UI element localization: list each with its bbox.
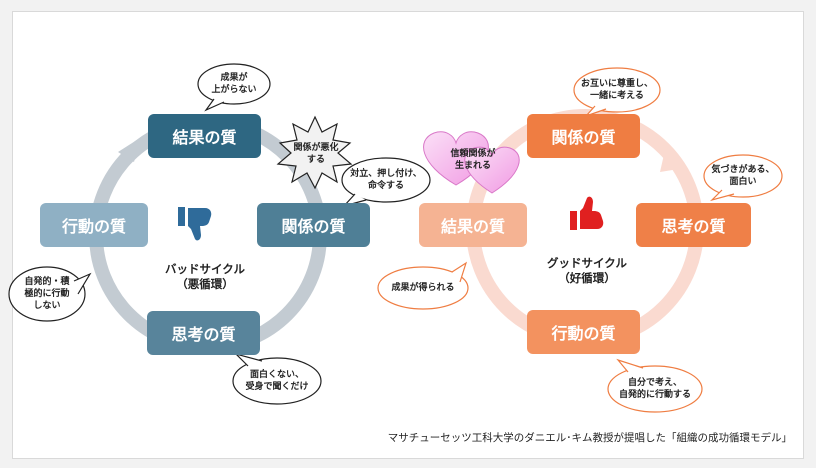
good-node-action: 行動の質	[527, 310, 640, 354]
bubble-good-results	[377, 261, 469, 310]
bubble-good-action-text: 自分で考え、 自発的に行動する	[618, 378, 691, 400]
bubble-bad-results	[197, 63, 271, 112]
good-cycle-title: グッドサイクル	[547, 256, 627, 270]
good-cycle-ring-arrowhead	[660, 150, 685, 172]
thumbs-up-icon	[570, 196, 604, 230]
bubble-good-relationship-text: お互いに尊重し、 一緒に考える	[580, 79, 653, 101]
bad-node-relationship: 関係の質	[257, 203, 370, 247]
bad-cycle-title: バッドサイクル	[165, 262, 245, 276]
good-cycle-subtitle: （好循環）	[558, 271, 616, 285]
bubble-bad-relationship-burst-text: 関係が悪化 する	[293, 143, 339, 165]
bubble-good-action	[607, 358, 703, 413]
bubble-bad-thinking	[232, 352, 322, 405]
thumbs-down-icon	[178, 207, 212, 241]
bubble-good-thinking	[703, 154, 783, 202]
bubble-bad-thinking-text: 面白くない、 受身で聞くだけ	[245, 370, 309, 392]
bad-node-action: 行動の質	[40, 203, 148, 247]
good-node-thinking: 思考の質	[636, 203, 751, 247]
bad-cycle-subtitle: （悪循環）	[176, 277, 234, 291]
bubble-bad-results-text: 成果が 上がらない	[211, 73, 257, 95]
bubble-bad-action	[8, 266, 92, 322]
source-caption: マサチューセッツ工科大学のダニエル･キム教授が提唱した「組織の成功循環モデル」	[387, 432, 792, 444]
bubble-bad-action-text: 自発的・積 極的に行動 しない	[24, 277, 70, 311]
good-node-results: 結果の質	[419, 203, 527, 247]
bubble-bad-relationship-text: 対立、押し付け、 命令する	[350, 169, 422, 191]
good-node-relationship: 関係の質	[527, 114, 640, 158]
bad-node-thinking: 思考の質	[147, 311, 260, 355]
heart-right	[464, 146, 520, 194]
heart-text: 信頼関係が 生まれる	[450, 149, 496, 171]
bubble-good-thinking-text: 気づきがある、 面白い	[711, 165, 775, 187]
bubble-good-results-text: 成果が得られる	[391, 283, 455, 293]
bad-node-results: 結果の質	[148, 114, 261, 158]
bubble-bad-relationship-burst	[276, 115, 353, 190]
bad-cycle-ring-arrowhead	[118, 138, 140, 162]
